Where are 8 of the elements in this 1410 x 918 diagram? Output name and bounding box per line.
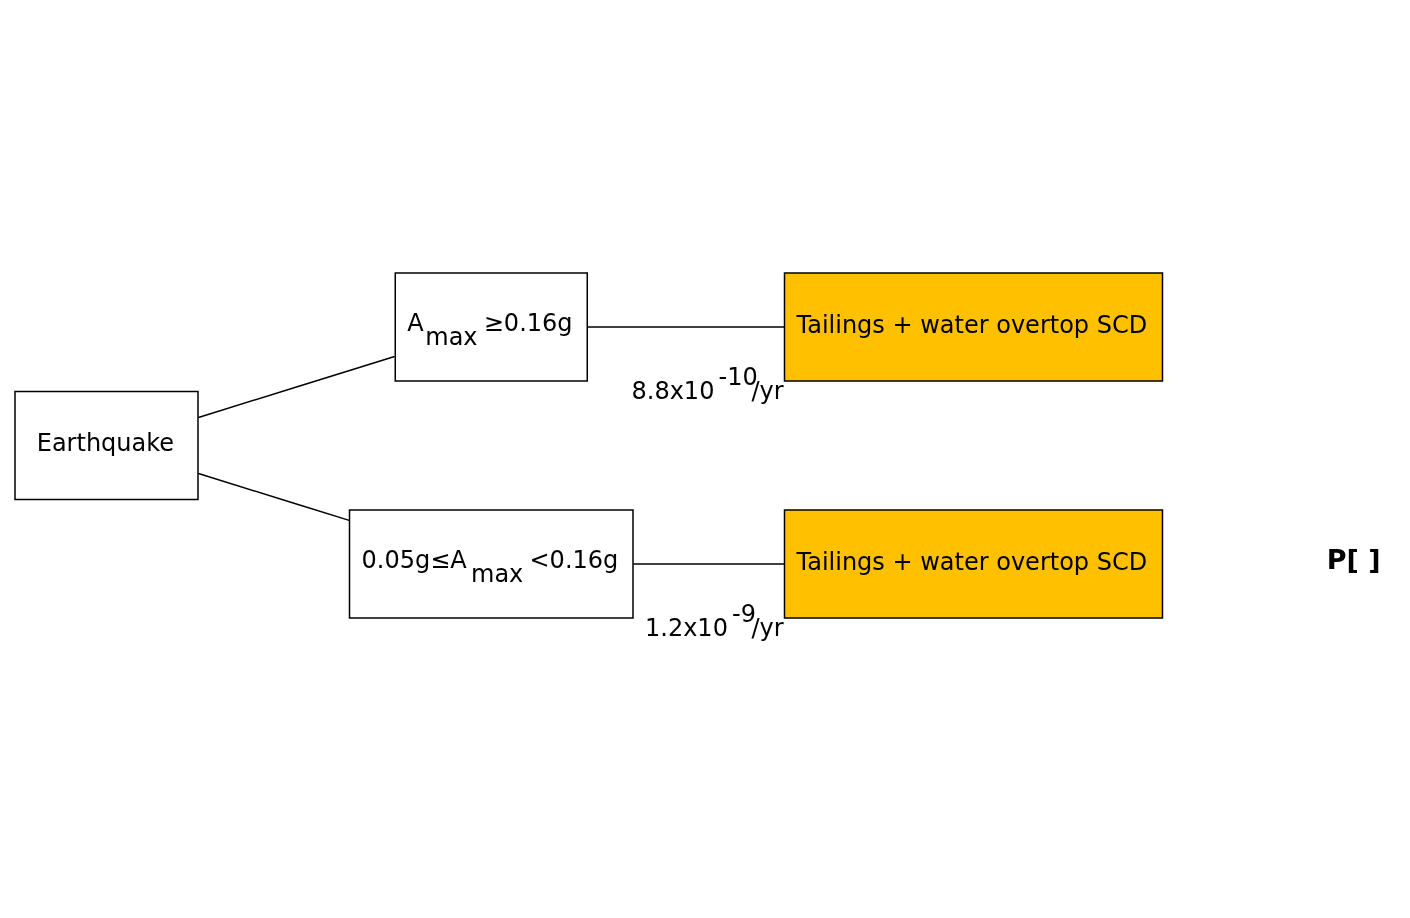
node-box: Tailings + water overtop SCD <box>783 509 1164 619</box>
connector <box>197 472 350 522</box>
connector <box>632 563 785 565</box>
connector <box>586 326 786 328</box>
label: P[ ] <box>1326 544 1381 576</box>
node-box: Earthquake <box>14 390 199 501</box>
node-box: Tailings + water overtop SCD <box>783 272 1164 382</box>
connector <box>197 355 396 419</box>
